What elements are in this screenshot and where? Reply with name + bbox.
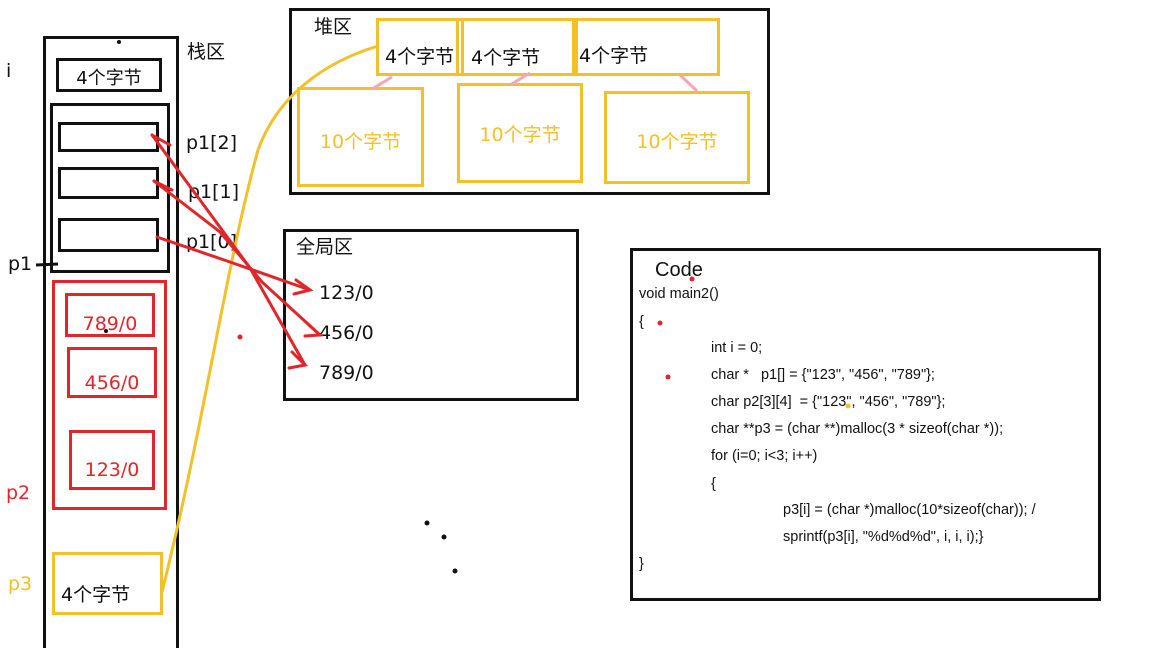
p3-cell: 4个字节 [52,552,163,615]
heap-block-1: 10个字节 [457,83,583,183]
code-line-8: { [711,476,716,492]
global-region [283,229,579,401]
heap-link-1 [509,71,531,87]
heap-ptr-cell-2: 4个字节 [572,18,720,76]
arrow-p1-2 [150,133,307,367]
code-region [630,248,1101,601]
global-item-2: 789/0 [319,362,374,384]
arrowhead-2 [287,350,309,370]
heap-region [289,8,770,195]
global-title: 全局区 [296,236,354,258]
arrow-p1-1b [152,179,174,192]
p2-row-2-text: 123/0 [84,459,140,481]
p2-row-2: 123/0 [69,430,155,490]
p3-label: p3 [8,573,33,595]
dot-red-1 [237,334,243,340]
stack-title: 栈区 [187,41,226,63]
p2-row-1: 456/0 [67,347,157,398]
p1-to-global-arrows [150,133,324,370]
code-line-10: sprintf(p3[i], "%d%d%d", i, i, i);} [783,529,984,545]
dot-black-4 [441,534,447,540]
stray-dots [104,40,851,574]
stack-top-wall [43,36,179,39]
stack-left-wall [43,37,46,648]
heap-link-2 [678,73,699,93]
dot-red-2 [689,276,695,282]
code-line-2: { [639,314,644,330]
heap-ptr-cell-2-text: 4个字节 [579,45,649,67]
code-line-11: } [639,556,644,572]
arrow-p1-1 [152,179,322,337]
p1-item-2-label: p1[2] [186,132,238,154]
p2-row-0-text: 789/0 [82,313,138,335]
i-cell-text: 4个字节 [76,68,142,89]
heap-ptr-cell-1-text: 4个字节 [471,47,541,69]
dot-red-4 [665,374,671,380]
arrowhead-1 [303,323,324,338]
code-line-1: void main2() [639,286,719,302]
code-title: Code [655,259,703,281]
code-line-6: char **p3 = (char **)malloc(3 * sizeof(c… [711,421,1004,437]
p2-row-0: 789/0 [65,293,155,337]
code-line-9: p3[i] = (char *)malloc(10*sizeof(char));… [783,502,1036,518]
i-cell: 4个字节 [56,58,162,92]
heap-ptr-cell-1: 4个字节 [456,18,578,76]
p3-cell-text: 4个字节 [61,584,131,606]
p2-row-1-text: 456/0 [84,372,140,394]
heap-ptr-cell-0-text: 4个字节 [385,46,455,68]
stack-right-wall [176,37,179,648]
dot-black-2 [104,329,108,333]
global-item-1: 456/0 [319,322,374,344]
p3-to-heap-connector [160,44,379,593]
code-line-5: char p2[3][4] = {"123", "456", "789"}; [711,394,946,410]
heap-block-1-text: 10个字节 [479,124,561,146]
heap-block-0-text: 10个字节 [319,131,402,153]
arrow-p1-2b [150,133,172,147]
dot-black-1 [117,40,121,44]
heap-block-2: 10个字节 [604,91,750,184]
dot-black-5 [452,568,458,574]
arrow-p1-0 [155,235,312,292]
p1-tick [35,262,59,267]
heap-link-0 [371,75,393,91]
dot-black-3 [424,520,430,526]
p2-label: p2 [6,482,31,504]
code-line-7: for (i=0; i<3; i++) [711,448,818,464]
p1-cell-0 [58,218,159,252]
dot-yellow-1 [845,403,851,409]
dot-red-3 [657,320,663,326]
p2-array [52,280,167,510]
arrowhead-0 [292,278,314,296]
p1-label: p1 [8,253,33,275]
p1-item-1-label: p1[1] [188,181,240,203]
code-line-4: char * p1[] = {"123", "456", "789"}; [711,367,935,383]
heap-block-0: 10个字节 [297,87,424,187]
code-line-3: int i = 0; [711,340,763,356]
heap-block-2-text: 10个字节 [636,131,718,153]
global-item-0: 123/0 [319,282,374,304]
heap-title: 堆区 [314,16,353,38]
i-label: i [6,60,12,82]
